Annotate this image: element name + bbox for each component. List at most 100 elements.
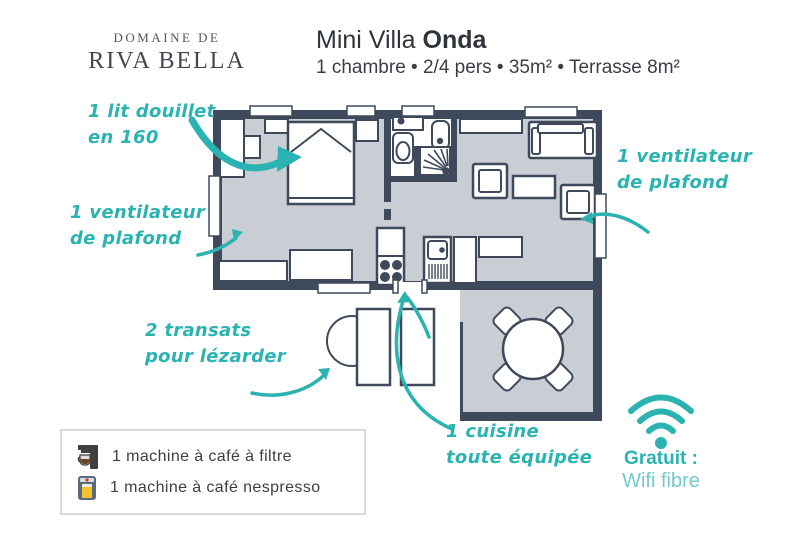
page-subtitle: 1 chambre • 2/4 pers • 35m² • Terrasse 8… bbox=[316, 57, 680, 78]
annotation-loungers-line2: pour lézarder bbox=[145, 346, 286, 367]
entrance-door-jamb-right bbox=[421, 279, 428, 294]
brand-logo: DOMAINE DE RIVA BELLA bbox=[82, 30, 252, 75]
nightstand bbox=[355, 119, 379, 142]
bedroom-bench bbox=[218, 260, 288, 282]
annotation-fan-left: 1 ventilateur de plafond bbox=[70, 200, 205, 252]
wardrobe-box bbox=[243, 135, 261, 159]
brand-logo-main-line: RIVA BELLA bbox=[88, 48, 246, 74]
bed-arrowhead bbox=[277, 146, 302, 172]
list-item: 1 machine à café à filtre bbox=[76, 444, 350, 470]
sun-lounger-1 bbox=[355, 307, 392, 387]
annotation-fan-right-line2: de plafond bbox=[617, 172, 729, 193]
washbasin-drain bbox=[436, 137, 444, 145]
stove-burners bbox=[380, 260, 402, 282]
annotation-fan-right-line1: 1 ventilateur bbox=[617, 146, 753, 167]
toilet-bowl bbox=[395, 141, 411, 161]
sofa-back-cushion bbox=[537, 123, 584, 134]
annotation-loungers: 2 transats pour lézarder bbox=[145, 318, 286, 370]
fan-right-arrowhead bbox=[580, 212, 593, 224]
bathroom-sink-basin bbox=[397, 117, 405, 125]
terrace-table bbox=[501, 317, 565, 381]
terrace-bottom-wall bbox=[460, 412, 602, 421]
entrance-door-jamb-left bbox=[392, 279, 399, 294]
annotation-kitchen-line1: 1 cuisine bbox=[446, 421, 540, 442]
terrace-left-edge bbox=[460, 322, 463, 412]
kitchen-arrowhead bbox=[397, 291, 411, 303]
terrace bbox=[460, 290, 602, 421]
list-item: 1 machine à café nespresso bbox=[76, 475, 350, 501]
kitchen-counter bbox=[478, 236, 523, 258]
wifi-free-label: Gratuit : bbox=[624, 448, 698, 469]
annotation-kitchen-line2: toute équipée bbox=[446, 447, 593, 468]
outdoor-furniture bbox=[326, 307, 436, 387]
kitchen-sink-drain bbox=[439, 247, 445, 253]
bedroom-partition-nub bbox=[384, 209, 391, 220]
bedroom-furniture bbox=[218, 118, 379, 282]
bathroom-sink-counter bbox=[392, 116, 424, 131]
page-title: Mini Villa Onda bbox=[316, 26, 486, 55]
fan-right-arrow bbox=[586, 212, 650, 234]
annotation-arrows bbox=[188, 116, 650, 431]
kitchen-sink bbox=[427, 240, 448, 260]
bed-arrow bbox=[188, 116, 284, 172]
shower-spray-lines bbox=[422, 148, 449, 171]
double-bed bbox=[286, 120, 356, 206]
annotation-fan-right: 1 ventilateur de plafond bbox=[617, 144, 752, 196]
dishwasher-vent bbox=[428, 264, 448, 279]
washbasin bbox=[431, 120, 450, 150]
kitchen-units bbox=[375, 226, 523, 287]
bedroom-partition-wall bbox=[384, 117, 391, 202]
window-top-1 bbox=[249, 105, 293, 117]
bathroom-bottom-wall bbox=[388, 176, 414, 182]
wifi-fibre-label: Wifi fibre bbox=[622, 470, 700, 492]
annotation-bed-line1: 1 lit douillet bbox=[88, 101, 216, 122]
bed-pillow-chevron bbox=[290, 127, 352, 153]
window-left bbox=[208, 175, 221, 237]
windows-and-doors bbox=[208, 105, 607, 294]
wardrobe bbox=[219, 118, 245, 178]
armchair-1-seat bbox=[478, 169, 502, 193]
kitchen-arrow-long bbox=[394, 296, 454, 431]
sofa-arm-right bbox=[584, 127, 594, 155]
brand-logo-top-line: DOMAINE DE bbox=[113, 30, 221, 45]
amenity-label-filter-coffee: 1 machine à café à filtre bbox=[112, 447, 292, 465]
terrace-right-wall bbox=[593, 290, 602, 421]
sideboard bbox=[459, 118, 523, 134]
shower-left-wall bbox=[414, 146, 420, 178]
annotation-bed-line2: en 160 bbox=[88, 127, 159, 148]
window-top-4 bbox=[524, 106, 578, 118]
shower-bottom-wall bbox=[414, 176, 457, 182]
filter-coffee-machine-icon bbox=[77, 444, 98, 469]
wifi-icon bbox=[628, 394, 694, 449]
kitchen-cabinet bbox=[453, 236, 477, 284]
loungers-arrow bbox=[250, 374, 325, 397]
coffee-amenities-box: 1 machine à café à filtre 1 machine à ca… bbox=[60, 429, 366, 515]
bathroom-right-wall bbox=[451, 117, 457, 178]
bedroom-table bbox=[289, 249, 353, 281]
nespresso-machine-icon bbox=[78, 475, 96, 500]
annotation-kitchen: 1 cuisine toute équipée bbox=[446, 419, 592, 471]
sun-lounger-2 bbox=[399, 307, 436, 387]
window-bottom bbox=[317, 282, 371, 294]
bathroom-fixtures bbox=[392, 116, 451, 176]
sofa-arm-left bbox=[531, 127, 541, 155]
entrance-door-opening bbox=[397, 282, 423, 292]
coffee-table bbox=[511, 174, 557, 200]
window-top-3 bbox=[401, 105, 435, 117]
armchair-2-seat bbox=[566, 190, 590, 214]
shelf bbox=[264, 118, 289, 134]
annotation-bed: 1 lit douillet en 160 bbox=[88, 99, 216, 151]
window-right bbox=[594, 193, 607, 259]
window-top-2 bbox=[346, 105, 376, 117]
annotation-loungers-line1: 2 transats bbox=[145, 320, 252, 341]
loungers-arrowhead bbox=[318, 368, 330, 380]
living-room-furniture bbox=[459, 118, 599, 221]
shower-drain bbox=[442, 167, 450, 175]
fan-left-arrowhead bbox=[232, 229, 243, 241]
annotation-fan-left-line1: 1 ventilateur bbox=[70, 202, 206, 223]
fan-left-arrow bbox=[196, 236, 238, 257]
annotation-fan-left-line2: de plafond bbox=[70, 228, 182, 249]
amenity-label-nespresso: 1 machine à café nespresso bbox=[110, 478, 321, 496]
page-title-prefix: Mini Villa bbox=[316, 26, 423, 54]
